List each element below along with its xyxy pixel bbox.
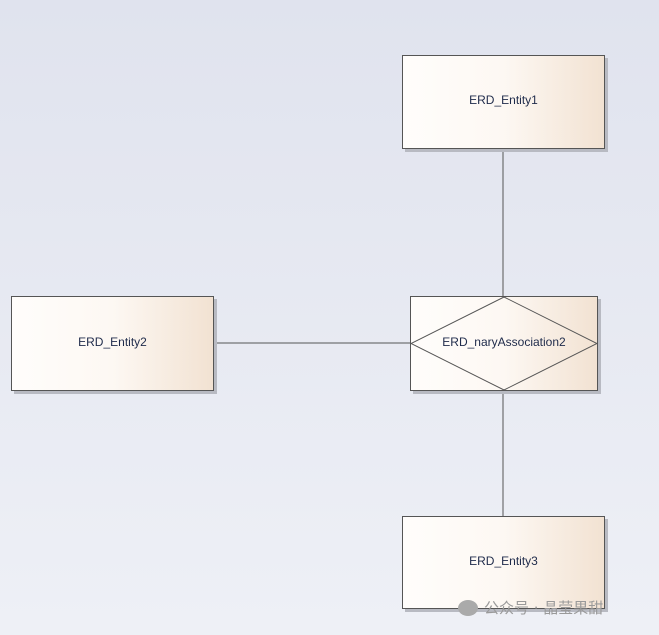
entity-1[interactable]: ERD_Entity1 [402, 55, 605, 149]
entity-3-label: ERD_Entity3 [469, 553, 538, 568]
entity-2-label: ERD_Entity2 [78, 334, 147, 349]
diamond-shape [411, 297, 597, 390]
entity-2[interactable]: ERD_Entity2 [11, 296, 214, 391]
watermark: 公众号 · 晶莹果甜 [458, 597, 603, 618]
association-label: ERD_naryAssociation2 [442, 334, 566, 349]
entity-3[interactable]: ERD_Entity3 [402, 516, 605, 609]
wechat-icon [458, 599, 478, 616]
nary-association[interactable]: ERD_naryAssociation2 [410, 296, 598, 391]
watermark-text: 公众号 · 晶莹果甜 [484, 599, 604, 617]
entity-1-label: ERD_Entity1 [469, 93, 538, 107]
